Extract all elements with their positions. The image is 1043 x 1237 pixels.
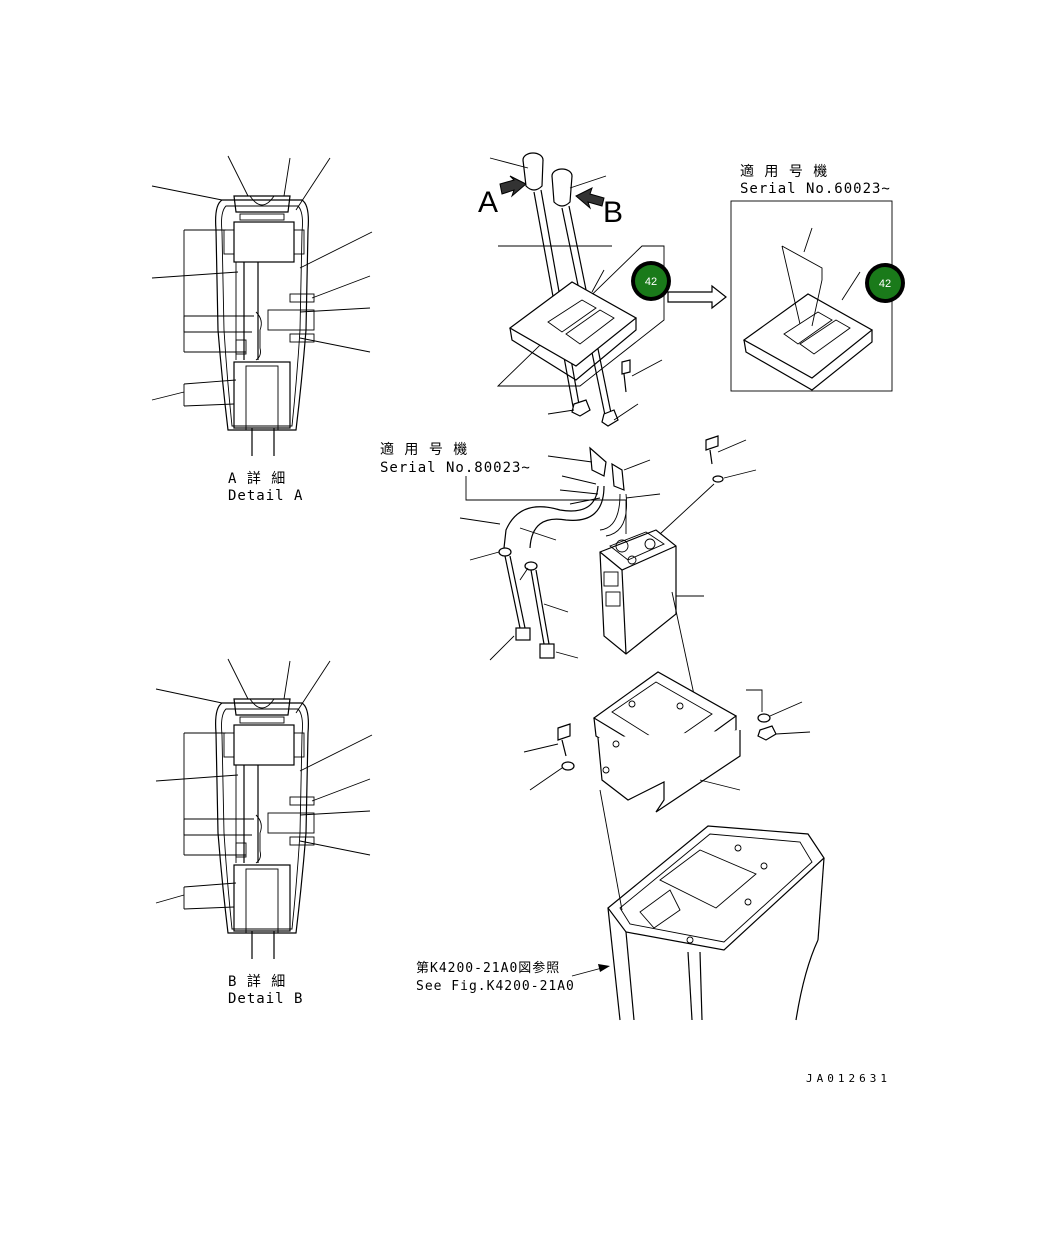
replacement-arrow-icon — [667, 284, 727, 310]
serial-mid-number: Serial No.80023~ — [380, 460, 531, 476]
detail-b-subtitle: Detail B — [228, 991, 303, 1007]
gate-plate-box-old — [496, 245, 665, 387]
lever-switch-assembly — [599, 529, 704, 655]
serial-top-number: Serial No.60023~ — [740, 181, 891, 197]
view-a-letter: A — [478, 186, 498, 219]
detail-b-section — [155, 658, 373, 959]
drawing-id: JA012631 — [806, 1072, 891, 1085]
serial-mid-title: 適 用 号 機 — [380, 441, 468, 458]
gate-plate-box-new — [730, 200, 893, 392]
serial-top-title: 適 用 号 機 — [740, 163, 828, 180]
console-box — [599, 789, 825, 1021]
reference-number: See Fig.K4200-21A0 — [416, 979, 575, 994]
badge-42-right: 42 — [865, 263, 905, 303]
control-levers — [489, 152, 613, 421]
view-a-arrow-icon — [499, 175, 527, 198]
hardware-upper — [547, 359, 663, 427]
mounting-bracket — [592, 671, 741, 813]
wiring-harness — [459, 446, 661, 661]
detail-a-section — [151, 155, 373, 456]
detail-a-subtitle: Detail A — [228, 488, 303, 504]
view-b-letter: B — [603, 196, 623, 229]
reference-title: 第K4200-21A0図参照 — [416, 960, 560, 976]
badge-42-left-label: 42 — [645, 276, 657, 288]
view-b-arrow-icon — [575, 187, 605, 210]
hardware-right — [659, 435, 757, 705]
reference-arrow-icon — [571, 964, 610, 977]
detail-a-title: A 詳 細 — [228, 471, 286, 487]
hardware-bracket — [523, 689, 811, 791]
detail-b-title: B 詳 細 — [228, 974, 286, 990]
badge-42-left: 42 — [631, 261, 671, 301]
badge-42-right-label: 42 — [879, 278, 891, 290]
